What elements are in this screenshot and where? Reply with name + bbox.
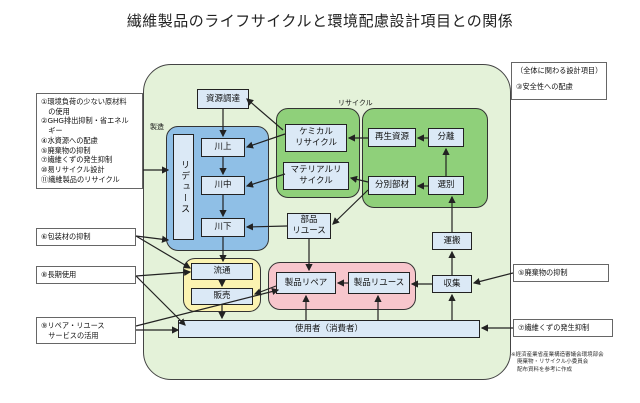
recycling-zone-label: リサイクル [338,99,373,107]
flow-arrow [245,223,288,231]
waste-suppression-label: ⑤廃棄物の抑制 [518,268,568,277]
reduce-box: リデュース [173,134,194,240]
chemical-recycle-box: ケミカル リサイクル [285,124,347,152]
product-repair-box: 製品リペア [276,272,336,294]
flow-arrow [332,189,369,225]
design-item: ギー [41,126,63,136]
page-title: 繊維製品のライフサイクルと環境配慮設計項目との関係 [126,12,514,30]
design-item: ①環境負荷の少ない原材料 [41,97,127,106]
overall-safety-item: ③安全性への配慮 [516,81,573,91]
material-recycle-line-2: サイクル [299,176,333,186]
parts-reuse-line-1: 部品 [300,215,318,226]
flow-arrow [135,235,170,243]
long-use-note: ⑧長期使用 [36,266,136,284]
recycled-resource-box: 再生資源 [368,128,416,147]
waste-suppression-note: ⑤廃棄物の抑制 [513,264,609,282]
design-item: の使用 [41,106,70,116]
material-recycle-box: マテリアルリ サイクル [283,162,349,190]
flow-arrow [253,285,277,296]
decompose-box: 分離 [428,128,464,147]
sorting-box: 選別 [428,176,464,195]
flow-arrow [135,275,186,326]
design-item: ⑤廃棄物の抑制 [41,145,91,155]
repair-reuse-service-note: ⑨リペア・リユース サービスの活用 [36,317,136,344]
design-item: ⑪繊維製品のリサイクル [41,174,120,184]
reduce-label: リデュース [179,159,190,215]
flow-arrow [135,235,192,269]
parts-reuse-box: 部品 リユース [287,213,331,239]
repair-reuse-service-line-1: ⑨リペア・リユース [41,321,105,330]
packaging-label: ⑥包装材の抑制 [41,232,91,241]
footnote-line: 廃棄物・リサイクル小委員会 [517,359,589,366]
product-reuse-box: 製品リユース [348,272,410,294]
flow-arrow [245,133,286,149]
chemical-recycle-line-1: ケミカル [299,127,333,138]
transport-box: 運搬 [432,232,472,250]
footnote-line: 配布資料を参考に作成 [517,366,573,373]
flow-arrow [349,175,369,183]
material-recycle-line-1: マテリアルリ [290,165,342,176]
manufacturing-zone-label: 製造 [150,123,164,131]
fiber-waste-label: ⑦繊維くずの発生抑制 [518,323,590,332]
chemical-recycle-line-2: リサイクル [294,138,338,148]
fiber-waste-note: ⑦繊維くずの発生抑制 [513,319,613,337]
flow-arrow [472,272,514,285]
overall-items-header: （全体に関わる設計項目） [516,66,603,75]
source-footnote: ※経済産業省産業構造審議会環境部会 廃棄物・リサイクル小委員会 配布資料を参考に… [511,352,637,374]
flow-arrow [246,98,284,131]
user-box: 使用者（消費者） [178,320,480,338]
footnote-line: ※経済産業省産業構造審議会環境部会 [511,352,604,358]
parts-reuse-line-2: リユース [292,226,326,236]
downstream-box: 川下 [201,218,245,237]
midstream-box: 川中 [201,176,245,195]
repair-reuse-service-line-2: サービスの活用 [41,330,99,340]
design-item: ④水資源への配慮 [41,135,98,145]
packaging-note: ⑥包装材の抑制 [36,228,136,246]
design-items-note: ①環境負荷の少ない原材料 の使用 ②GHG排出抑制・省エネル ギー ④水資源への… [36,93,143,189]
upstream-box: 川上 [201,138,245,157]
flow-arrow [135,268,192,277]
collection-box: 収集 [432,275,472,293]
design-item: ②GHG排出抑制・省エネル [41,116,129,126]
design-item: ⑦繊維くずの発生抑制 [41,155,113,165]
overall-items-note: （全体に関わる設計項目） ③安全性への配慮 [511,62,607,100]
flow-arrow [245,173,286,188]
flow-arrow [135,287,280,327]
separated-parts-box: 分別部材 [368,176,416,195]
long-use-label: ⑧長期使用 [41,270,77,279]
distribution-box: 流通 [191,263,253,280]
design-item: ⑩易リサイクル設計 [41,165,105,175]
